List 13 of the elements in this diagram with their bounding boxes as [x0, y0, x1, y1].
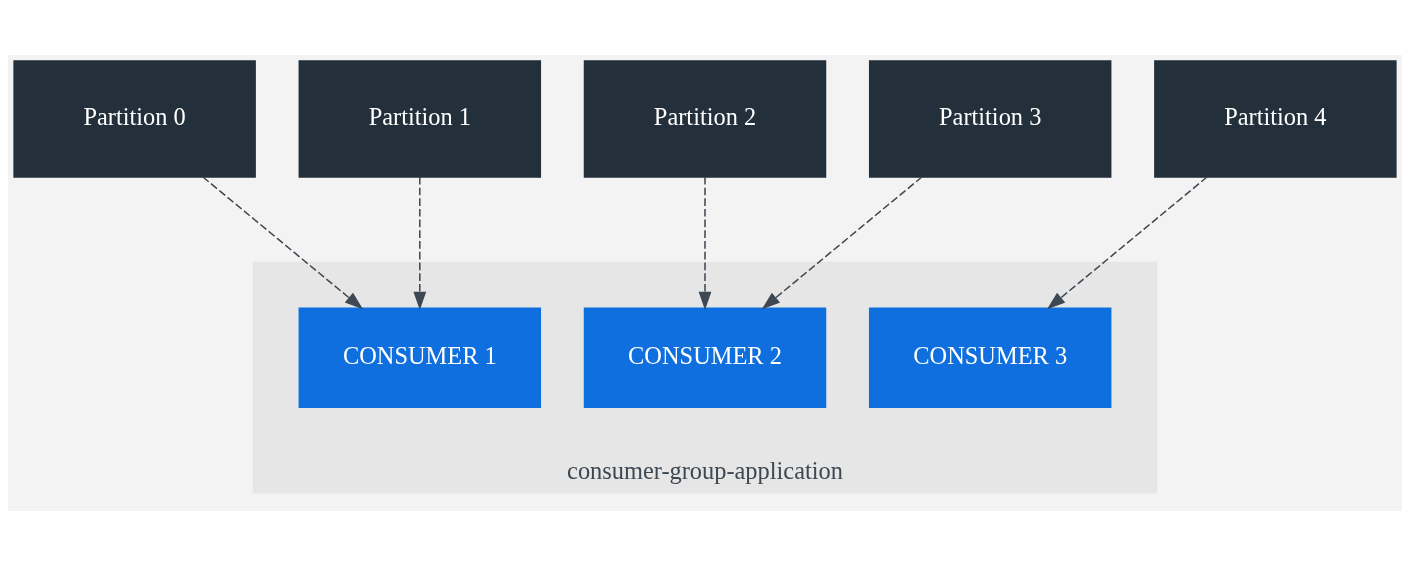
node-box: CONSUMER 3 [868, 306, 1112, 408]
arrow [413, 175, 427, 310]
arrow [698, 175, 712, 310]
arrow [761, 175, 923, 309]
node-box: Partition 1 [298, 59, 542, 178]
node-box: CONSUMER 1 [298, 306, 542, 408]
node-box: Partition 0 [13, 59, 256, 178]
node-box: Partition 4 [1154, 59, 1397, 178]
node-box: Partition 2 [583, 59, 827, 178]
node-box: Partition 3 [868, 59, 1112, 178]
arrow [1047, 175, 1208, 309]
node-box: CONSUMER 2 [583, 306, 827, 408]
arrow [202, 175, 363, 309]
